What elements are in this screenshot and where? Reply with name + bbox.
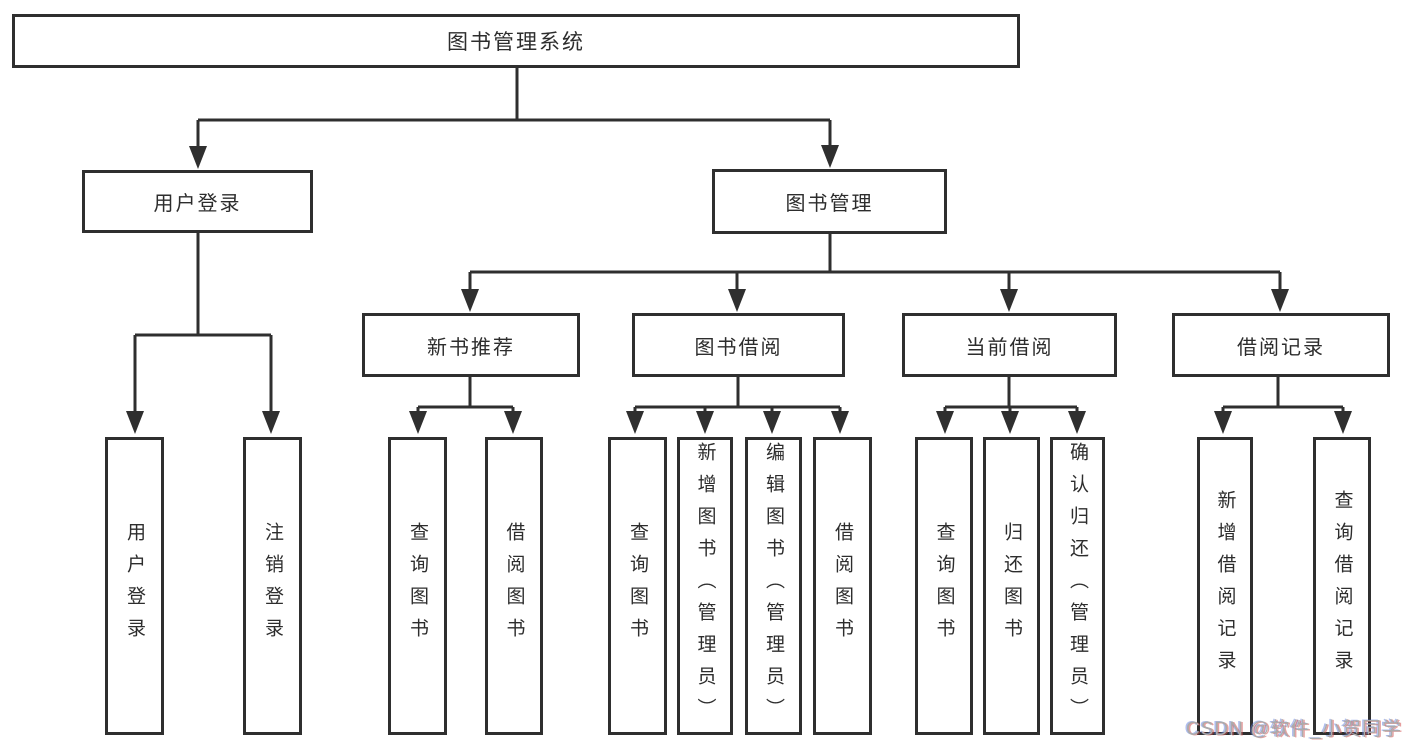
node-label: 编辑图书（管理员） (763, 442, 784, 730)
node-library-management-system: 图书管理系统 (12, 14, 1020, 68)
node-label: 图书管理系统 (447, 31, 585, 54)
node-label: 借阅图书 (832, 522, 853, 650)
node-current-borrowing: 当前借阅 (902, 313, 1117, 377)
node-label: 借阅记录 (1237, 336, 1325, 359)
node-label: 图书借阅 (694, 336, 783, 359)
node-label: 确认归还（管理员） (1067, 442, 1088, 730)
csdn-watermark: CSDN @软件_小贺同学 (1186, 719, 1402, 740)
node-query-books-recommend: 查询图书 (388, 437, 447, 735)
node-label: 新增图书（管理员） (694, 442, 716, 730)
node-confirm-return-admin: 确认归还（管理员） (1050, 437, 1105, 735)
node-query-books-current: 查询图书 (915, 437, 973, 735)
node-label: 查询借阅记录 (1331, 490, 1353, 682)
node-label: 用户登录 (153, 193, 242, 215)
node-book-management: 图书管理 (712, 169, 947, 234)
node-add-borrow-record: 新增借阅记录 (1197, 437, 1253, 735)
node-borrow-books-recommend: 借阅图书 (485, 437, 543, 735)
node-label: 借阅图书 (503, 522, 525, 650)
node-label: 查询图书 (407, 522, 428, 650)
node-user-login: 用户登录 (82, 170, 313, 233)
node-label: 图书管理 (785, 193, 874, 215)
node-label: 当前借阅 (965, 336, 1054, 359)
node-user-login-leaf: 用户登录 (105, 437, 164, 735)
node-label: 新书推荐 (427, 336, 515, 359)
node-book-borrowing: 图书借阅 (632, 313, 845, 377)
node-add-book-admin: 新增图书（管理员） (677, 437, 733, 735)
node-label: 用户登录 (124, 522, 145, 650)
node-label: 新增借阅记录 (1214, 490, 1236, 682)
node-query-borrow-record: 查询借阅记录 (1313, 437, 1371, 735)
node-return-book: 归还图书 (983, 437, 1040, 735)
node-label: 注销登录 (262, 522, 283, 650)
node-borrowing-records: 借阅记录 (1172, 313, 1390, 377)
node-borrow-books-leaf: 借阅图书 (813, 437, 872, 735)
node-new-book-recommend: 新书推荐 (362, 313, 580, 377)
node-label: 归还图书 (1001, 522, 1022, 650)
node-label: 查询图书 (933, 522, 955, 650)
node-query-books-borrowing: 查询图书 (608, 437, 667, 735)
node-edit-book-admin: 编辑图书（管理员） (745, 437, 802, 735)
node-label: 查询图书 (627, 522, 648, 650)
arrowheads (126, 145, 1352, 434)
node-logout: 注销登录 (243, 437, 302, 735)
